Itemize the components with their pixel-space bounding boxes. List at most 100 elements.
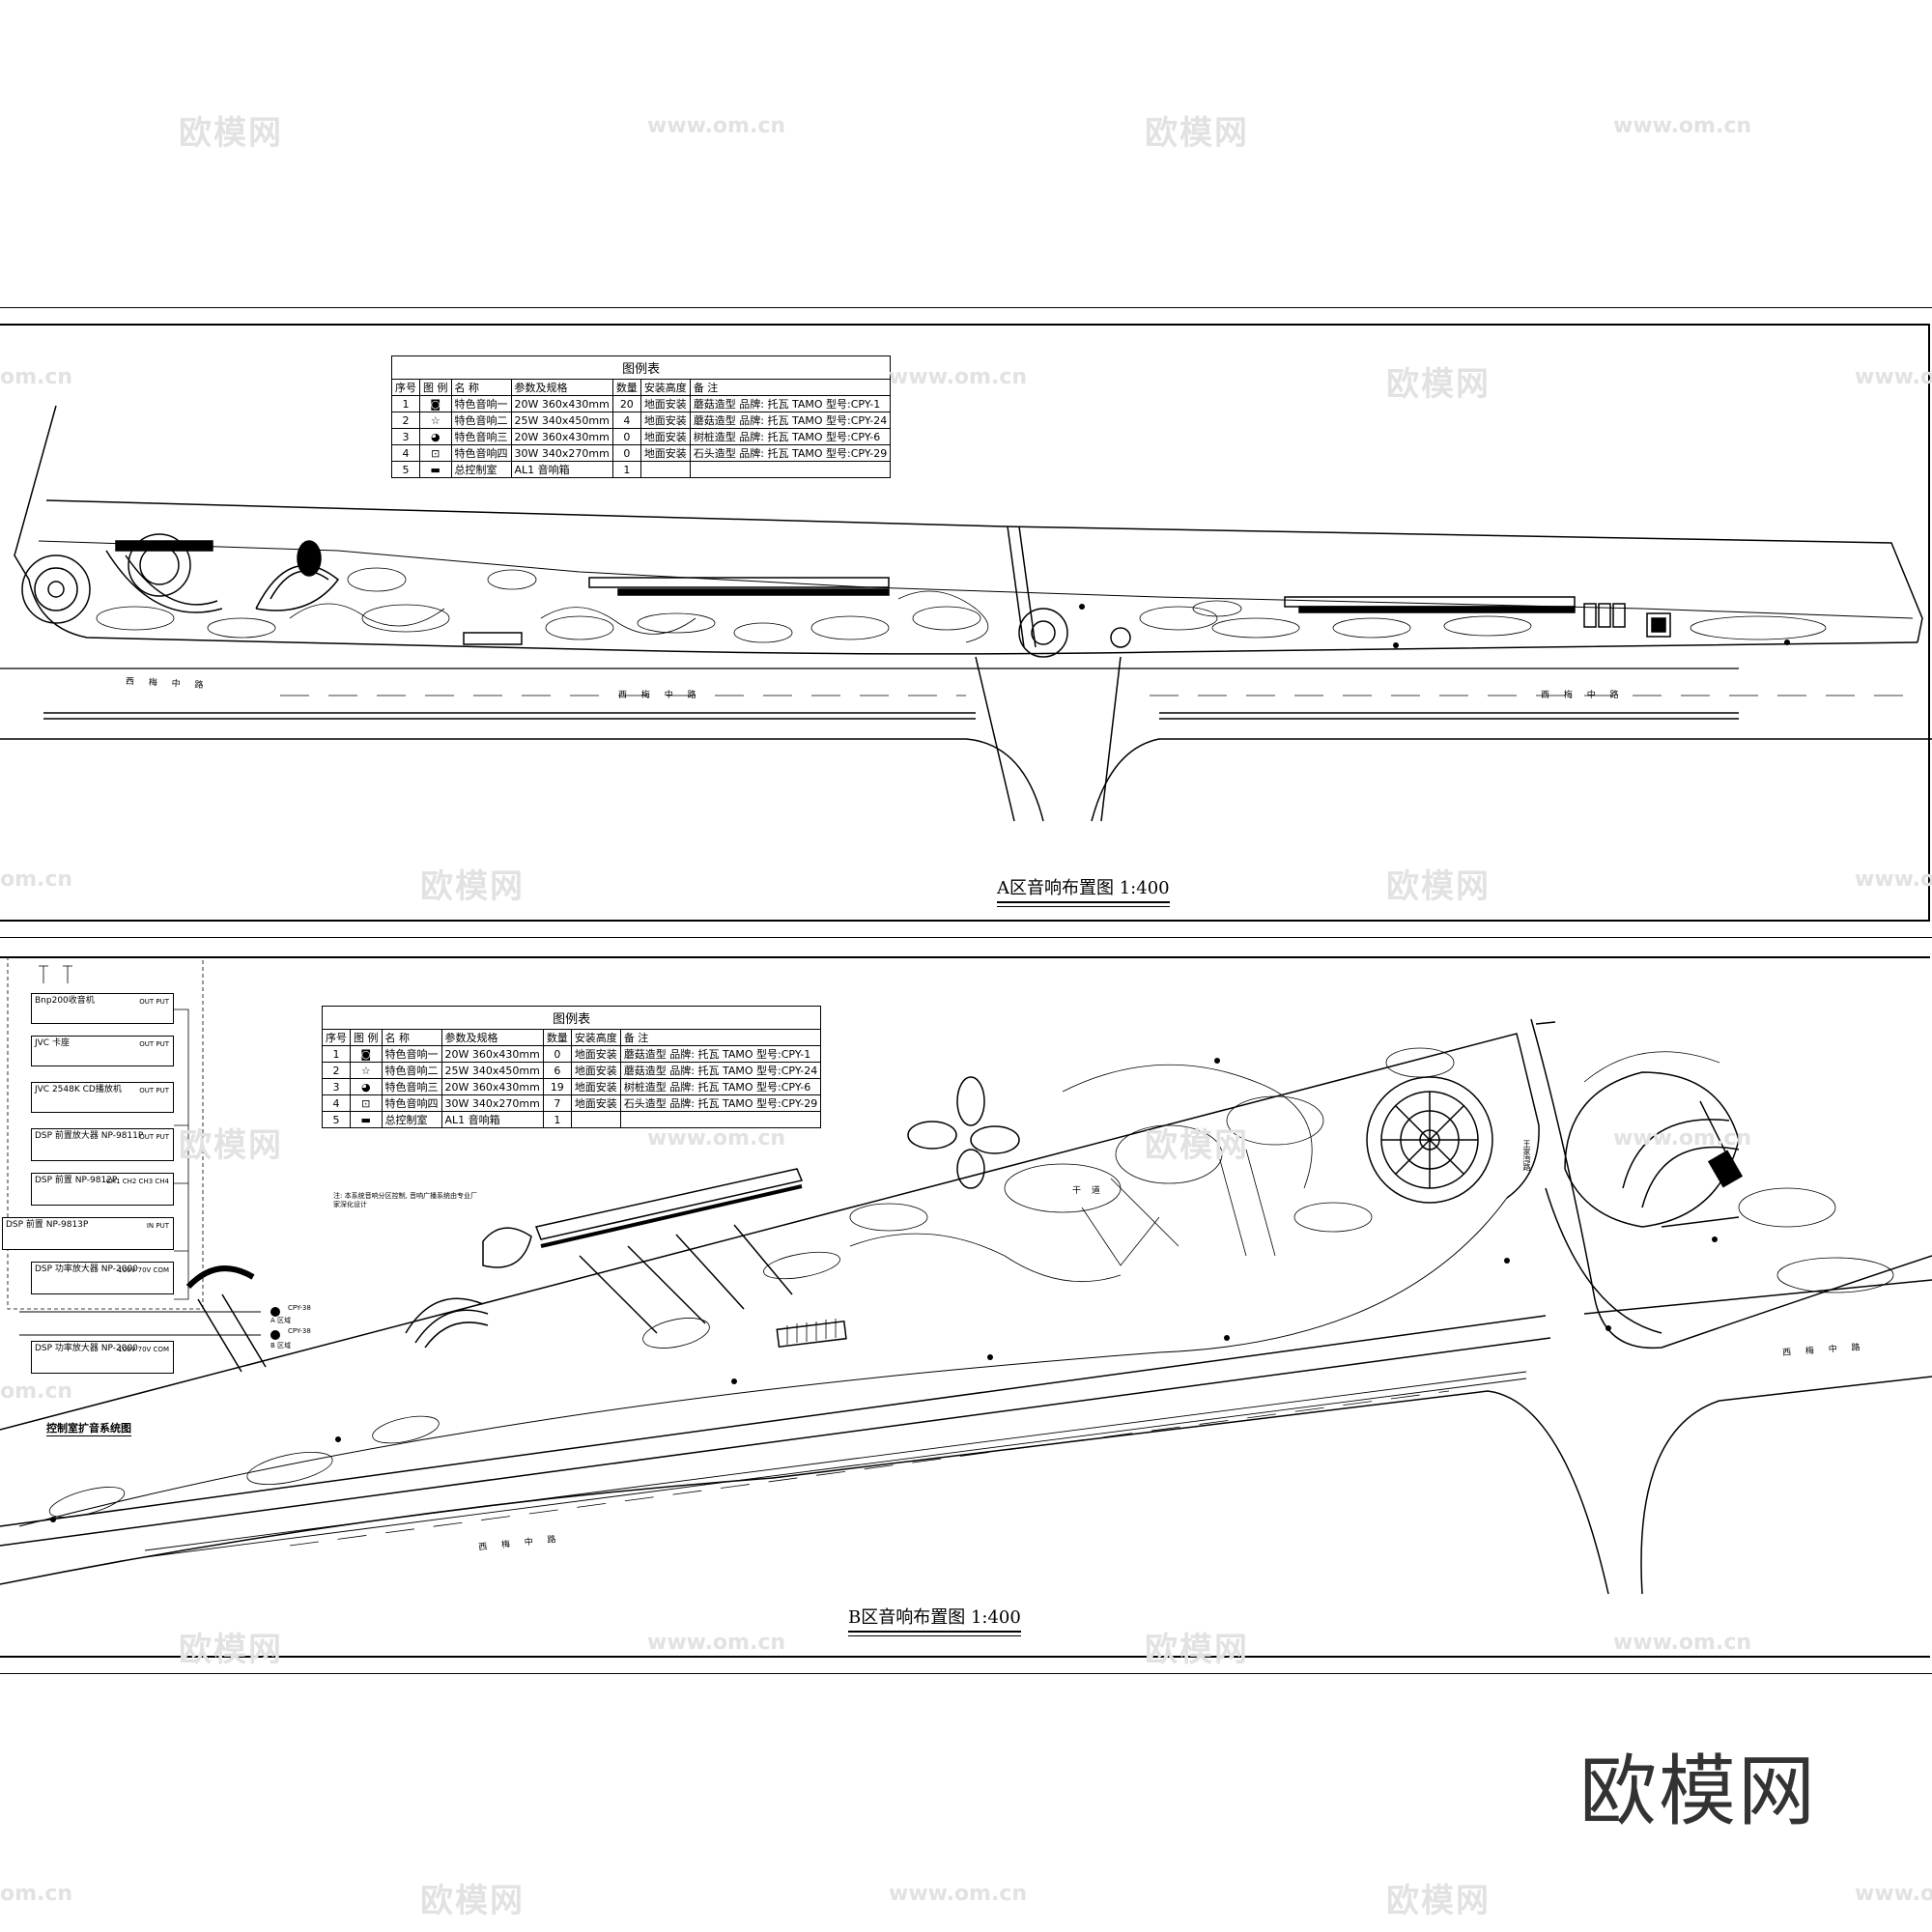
a-plan	[0, 405, 1932, 822]
row-height: 地面安装	[570, 1062, 621, 1079]
system-box-label: DSP 前置 NP-9813P	[6, 1220, 89, 1230]
road-label-a-right: 西 梅 中 路	[1541, 691, 1625, 700]
system-diagram-title: 控制室扩音系统图	[46, 1422, 131, 1436]
system-box-io: 100V 70V COM	[118, 1346, 169, 1353]
legend-row: 5 ▬ 总控制室 AL1 音响箱 1	[322, 1111, 822, 1128]
row-no: 2	[391, 412, 420, 429]
row-note: 石头造型 品牌: 托瓦 TAMO 型号:CPY-29	[689, 444, 892, 462]
row-height: 地面安装	[639, 412, 691, 429]
system-box-io: 100V 70V COM	[118, 1266, 169, 1274]
speaker-three-icon: ◕	[350, 1078, 383, 1095]
header-height: 安装高度	[570, 1029, 621, 1046]
row-qty: 20	[611, 395, 641, 412]
legend-a-header: 序号 图 例 名 称 参数及规格 数量 安装高度 备 注	[391, 379, 892, 396]
road-label-a: 西 梅 中 路	[618, 691, 702, 700]
row-height: 地面安装	[639, 395, 691, 412]
row-no: 3	[391, 428, 420, 445]
header-height: 安装高度	[639, 379, 691, 396]
system-box-cd: JVC 2548K CD播放机 OUT PUT	[31, 1082, 174, 1113]
row-note: 石头造型 品牌: 托瓦 TAMO 型号:CPY-29	[619, 1094, 822, 1112]
legend-b-caption: 图例表	[322, 1006, 822, 1029]
row-no: 5	[322, 1111, 351, 1128]
row-spec: 25W 340x450mm	[510, 412, 613, 429]
row-qty: 0	[611, 444, 641, 462]
header-qty: 数量	[542, 1029, 572, 1046]
legend-row: 3 ◕ 特色音响三 20W 360x430mm 0 地面安装 树桩造型 品牌: …	[391, 428, 892, 445]
row-name: 总控制室	[450, 461, 512, 478]
legend-row: 4 ⊡ 特色音响四 30W 340x270mm 7 地面安装 石头造型 品牌: …	[322, 1094, 822, 1112]
row-qty: 7	[542, 1094, 572, 1112]
row-note: 蘑菇造型 品牌: 托瓦 TAMO 型号:CPY-24	[619, 1062, 822, 1079]
control-room-icon: ▬	[419, 461, 452, 478]
sheet-a-frame	[0, 324, 1930, 922]
header-no: 序号	[322, 1029, 351, 1046]
row-spec: 30W 340x270mm	[510, 444, 613, 462]
system-box-label: DSP 功率放大器 NP-2000	[35, 1344, 138, 1353]
frame-bottom-line	[0, 1673, 1932, 1674]
system-box-io: OUT PUT	[139, 998, 169, 1006]
row-no: 5	[391, 461, 420, 478]
row-height: 地面安装	[570, 1094, 621, 1112]
system-box-label: DSP 前置 NP-9812P	[35, 1176, 118, 1185]
row-no: 4	[391, 444, 420, 462]
speaker-two-icon: ☆	[419, 412, 452, 429]
speaker-code-a: CPY-38	[288, 1304, 311, 1312]
row-spec: 20W 360x430mm	[510, 395, 613, 412]
row-note: 树桩造型 品牌: 托瓦 TAMO 型号:CPY-6	[619, 1078, 822, 1095]
system-box-label: Bnp200收音机	[35, 996, 95, 1006]
row-name: 特色音响二	[381, 1062, 442, 1079]
row-no: 1	[322, 1045, 351, 1063]
header-no: 序号	[391, 379, 420, 396]
legend-b-header: 序号 图 例 名 称 参数及规格 数量 安装高度 备 注	[322, 1029, 822, 1046]
speaker-four-icon: ⊡	[350, 1094, 383, 1112]
row-name: 特色音响四	[450, 444, 512, 462]
row-qty: 4	[611, 412, 641, 429]
row-height: 地面安装	[570, 1078, 621, 1095]
legend-row: 1 ◙ 特色音响一 20W 360x430mm 20 地面安装 蘑菇造型 品牌:…	[391, 395, 892, 412]
row-note	[689, 461, 892, 478]
row-spec: 20W 360x430mm	[510, 428, 613, 445]
header-spec: 参数及规格	[440, 1029, 544, 1046]
system-box-io: OUT PUT	[139, 1133, 169, 1141]
row-qty: 1	[542, 1111, 572, 1128]
row-note: 蘑菇造型 品牌: 托瓦 TAMO 型号:CPY-1	[689, 395, 892, 412]
system-box-io: OUT PUT	[139, 1087, 169, 1094]
row-name: 特色音响二	[450, 412, 512, 429]
legend-b-notes: 注: 本系统音响分区控制, 音响广播系统由专业厂家深化设计	[333, 1192, 478, 1208]
brand-logo: 欧模网	[1579, 1747, 1817, 1836]
system-box-label: DSP 前置放大器 NP-9811P	[35, 1131, 144, 1141]
drawing-title-b: B区音响布置图 1:400	[848, 1604, 1021, 1636]
header-symbol: 图 例	[350, 1029, 383, 1046]
zone-label-b: B 区域	[270, 1342, 292, 1350]
row-name: 特色音响三	[450, 428, 512, 445]
sheet-b-frame	[0, 956, 1930, 1658]
header-name: 名 称	[450, 379, 512, 396]
legend-row: 2 ☆ 特色音响二 25W 340x450mm 6 地面安装 蘑菇造型 品牌: …	[322, 1062, 822, 1079]
legend-row: 2 ☆ 特色音响二 25W 340x450mm 4 地面安装 蘑菇造型 品牌: …	[391, 412, 892, 429]
legend-row: 5 ▬ 总控制室 AL1 音响箱 1	[391, 461, 892, 478]
row-height	[570, 1111, 621, 1128]
system-box-io: OUT PUT	[139, 1040, 169, 1048]
speaker-code-b: CPY-38	[288, 1327, 311, 1335]
row-name: 特色音响四	[381, 1094, 442, 1112]
row-no: 2	[322, 1062, 351, 1079]
row-qty: 6	[542, 1062, 572, 1079]
header-name: 名 称	[381, 1029, 442, 1046]
b-plan	[0, 956, 1932, 1595]
frame-top-line	[0, 307, 1932, 308]
system-box-label: JVC 2548K CD播放机	[35, 1085, 122, 1094]
row-name: 特色音响三	[381, 1078, 442, 1095]
row-note: 蘑菇造型 品牌: 托瓦 TAMO 型号:CPY-1	[619, 1045, 822, 1063]
drawing-title-a: A区音响布置图 1:400	[997, 874, 1170, 907]
row-height: 地面安装	[639, 428, 691, 445]
row-spec: 30W 340x270mm	[440, 1094, 544, 1112]
legend-row: 3 ◕ 特色音响三 20W 360x430mm 19 地面安装 树桩造型 品牌:…	[322, 1078, 822, 1095]
row-name: 特色音响一	[381, 1045, 442, 1063]
header-spec: 参数及规格	[510, 379, 613, 396]
speaker-three-icon: ◕	[419, 428, 452, 445]
system-box-label: JVC 卡座	[35, 1038, 70, 1048]
speaker-two-icon: ☆	[350, 1062, 383, 1079]
